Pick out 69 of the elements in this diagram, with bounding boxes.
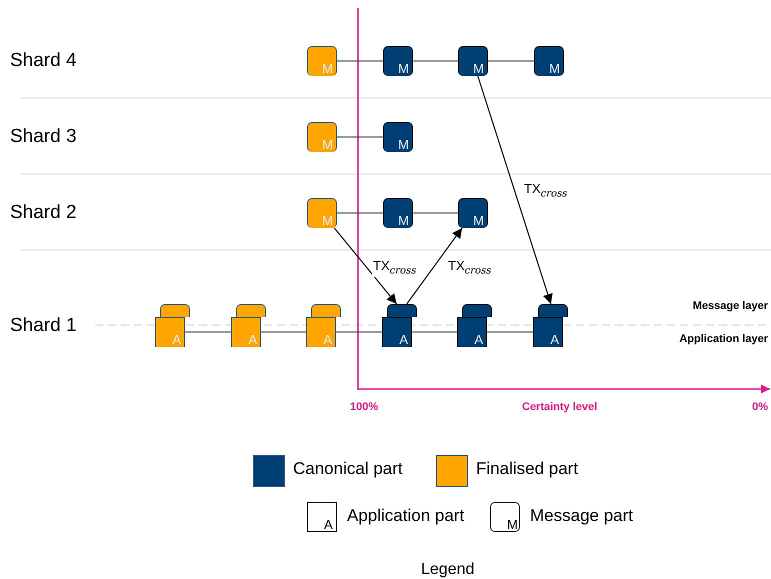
application-part-block <box>382 317 412 347</box>
application-part-block <box>457 317 487 347</box>
connector-line <box>413 60 458 62</box>
connector-line <box>337 136 383 138</box>
shard-label: Shard 3 <box>10 126 77 148</box>
connector-line <box>488 60 534 62</box>
part-letter: A <box>323 332 332 347</box>
part-letter: M <box>322 137 333 152</box>
part-letter: A <box>248 332 257 347</box>
connector-line <box>337 212 383 214</box>
message-part-block <box>383 46 413 76</box>
part-letter: M <box>473 213 484 228</box>
application-part-block <box>231 317 261 347</box>
legend-text: Finalised part <box>476 459 578 479</box>
legend-title: Legend <box>421 561 474 579</box>
message-part-block <box>236 304 266 317</box>
message-part-block <box>534 46 564 76</box>
legend-text: Application part <box>347 506 464 526</box>
legend-sample-letter: A <box>324 517 333 532</box>
axis-label: 0% <box>752 401 768 413</box>
axis-label: Certainty level <box>522 401 598 413</box>
message-part-block <box>383 198 413 228</box>
part-letter: A <box>399 332 408 347</box>
part-letter: M <box>398 137 409 152</box>
edge-label: TX$_{cross}$ <box>523 181 568 200</box>
part-letter: M <box>398 213 409 228</box>
edge-label: TX$_{cross}$ <box>372 258 418 277</box>
message-part-block <box>458 46 488 76</box>
axis-label: 100% <box>350 401 378 413</box>
application-part-block <box>306 317 336 347</box>
connector-line <box>261 331 306 333</box>
connector-line <box>487 331 533 333</box>
layer-label: Application layer <box>679 333 768 345</box>
layer-label: Message layer <box>692 300 768 312</box>
connector-line <box>185 331 231 333</box>
part-letter: A <box>550 332 559 347</box>
part-letter: A <box>172 332 181 347</box>
application-part-block <box>533 317 563 347</box>
message-part-block <box>160 304 190 317</box>
message-part-block <box>458 198 488 228</box>
edge-label: TX$_{cross}$ <box>447 258 492 277</box>
part-letter: M <box>549 61 560 76</box>
message-part-block <box>307 46 337 76</box>
legend-text: Message part <box>530 506 633 526</box>
message-part-block <box>307 198 337 228</box>
application-part-block <box>155 317 185 347</box>
part-letter: A <box>474 332 483 347</box>
legend-text: Canonical part <box>293 459 403 479</box>
legend-sample-letter: M <box>507 517 518 532</box>
message-part-block <box>538 304 568 317</box>
message-part-block <box>462 304 492 317</box>
part-letter: M <box>398 61 409 76</box>
part-letter: M <box>322 213 333 228</box>
connector-line <box>337 60 383 62</box>
shard-label: Shard 2 <box>10 202 77 224</box>
message-part-block <box>383 122 413 152</box>
arrow <box>406 228 463 304</box>
message-part-block <box>307 122 337 152</box>
arrow <box>334 228 398 304</box>
arrow <box>477 76 553 304</box>
connector-line <box>412 331 457 333</box>
part-letter: M <box>322 61 333 76</box>
message-part-block <box>387 304 417 317</box>
message-part-block <box>311 304 341 317</box>
connector-line <box>336 331 382 333</box>
shard-label: Shard 1 <box>10 315 77 337</box>
shard-label: Shard 4 <box>10 50 77 72</box>
part-letter: M <box>473 61 484 76</box>
connector-line <box>413 212 458 214</box>
